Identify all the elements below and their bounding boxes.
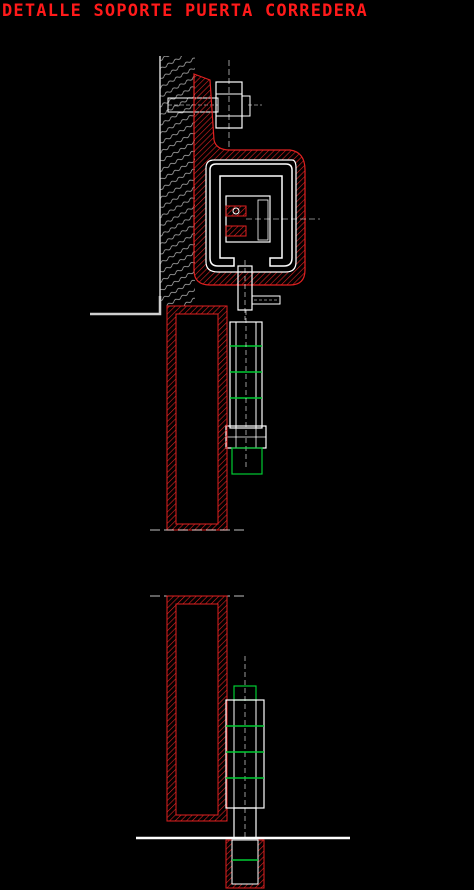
door-panel-upper	[150, 305, 244, 531]
track-bracket	[193, 73, 306, 286]
hanger-stem	[237, 260, 281, 320]
top-nut	[215, 60, 262, 150]
anchor-screw	[167, 97, 219, 113]
rail-channel	[209, 163, 293, 267]
drawing-title: DETALLE SOPORTE PUERTA CORREDERA	[2, 1, 368, 21]
roller-wheel	[225, 195, 320, 243]
upper-bolt	[225, 310, 267, 475]
wall-section	[90, 56, 195, 316]
floor-section	[136, 836, 350, 889]
door-panel-lower	[150, 595, 244, 822]
